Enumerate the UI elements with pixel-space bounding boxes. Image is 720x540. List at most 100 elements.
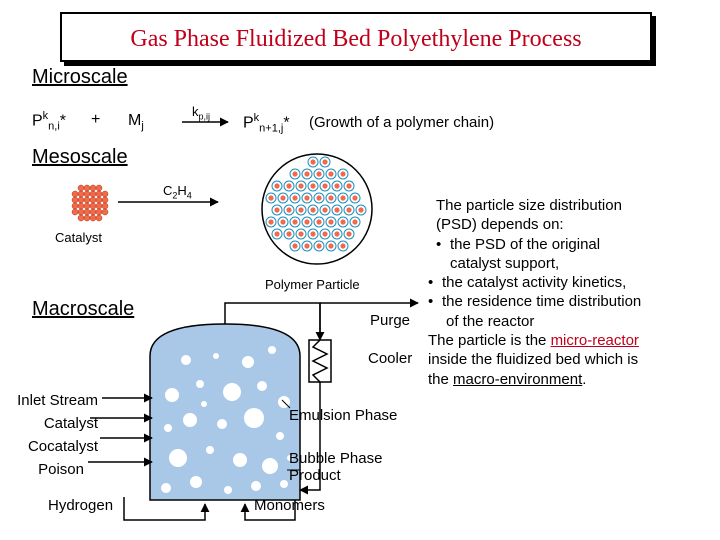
reactor-bubble	[287, 455, 293, 461]
catalyst-dot	[89, 196, 97, 204]
polymer-cell-core	[304, 195, 310, 201]
polymer-cell-core	[304, 171, 310, 177]
reactor-bubble	[217, 419, 227, 429]
product-p-sub: n+1,j	[259, 122, 284, 135]
catalyst-dot	[89, 214, 97, 222]
product-p: P	[243, 114, 254, 132]
catalyst-dot	[77, 208, 85, 216]
polymer-cell-core	[340, 219, 346, 225]
catalyst-dot	[71, 208, 79, 216]
catalyst-dot	[77, 190, 85, 198]
note-line-3: the PSD of the original	[450, 235, 601, 253]
inlet-catalyst-label: Catalyst	[43, 415, 98, 432]
reactor-bubble	[233, 453, 247, 467]
polymer-cell-core	[286, 207, 292, 213]
inlet-poison-label: Poison	[38, 461, 84, 478]
note-line-7: of the reactor	[446, 312, 535, 330]
catalyst-dot	[89, 184, 97, 192]
polymer-particle-cells	[265, 156, 367, 252]
cooler-coil-icon	[311, 339, 329, 383]
polymer-cell-core	[316, 219, 322, 225]
macroscale-heading: Macroscale	[32, 298, 135, 320]
polymer-cell-core	[334, 207, 340, 213]
monomer-m-base: M	[128, 112, 142, 129]
reactor-bubble	[181, 355, 191, 365]
catalyst-dot	[83, 196, 91, 204]
polymer-cell-core	[286, 231, 292, 237]
bubble-phase-label: Bubble Phase	[289, 450, 383, 467]
catalyst-dot	[95, 214, 103, 222]
catalyst-dot	[83, 190, 91, 198]
ethylene-c-sub: 2	[172, 190, 178, 201]
polymer-cell-core	[334, 231, 340, 237]
polymer-cell-core	[292, 243, 298, 249]
monomers-label: Monomers	[254, 497, 325, 514]
polymer-cell-core	[316, 243, 322, 249]
growth-note: (Growth of a polymer chain)	[309, 114, 495, 131]
polymer-cell-core	[352, 195, 358, 201]
polymer-cell-core	[286, 183, 292, 189]
emulsion-leader	[281, 399, 291, 409]
reactor-bubble	[190, 476, 202, 488]
catalyst-dot	[101, 196, 109, 204]
polymer-cell-core	[280, 195, 286, 201]
reactor-bubble	[196, 380, 204, 388]
reactant-p-sup: k	[42, 110, 49, 122]
note-bullet-3: •the residence time distribution	[428, 292, 690, 311]
polymer-cell-core	[310, 159, 316, 165]
bullet-1: •	[436, 235, 442, 253]
polymer-cell-core	[346, 231, 352, 237]
reactor-bubble	[183, 413, 197, 427]
micro-reactor-term: micro-reactor	[550, 332, 639, 350]
emulsion-phase-label: Emulsion Phase	[289, 407, 398, 424]
reactor-bubble	[257, 381, 267, 391]
macro-environment-term: macro-environment	[453, 370, 583, 388]
reactor-bubble	[242, 356, 254, 368]
reactor-bubble	[164, 424, 172, 432]
catalyst-dot	[89, 208, 97, 216]
mesoscale-heading: Mesoscale	[32, 146, 128, 168]
catalyst-dot	[77, 202, 85, 210]
polymer-cell-core	[268, 195, 274, 201]
polymer-cell-core	[340, 171, 346, 177]
polymer-cell-core	[322, 183, 328, 189]
polymer-cell-core	[280, 219, 286, 225]
note-line-2: (PSD) depends on:	[436, 216, 564, 234]
catalyst-dot	[83, 184, 91, 192]
catalyst-dot	[83, 214, 91, 222]
rate-constant: kp,ij	[192, 104, 210, 122]
catalyst-label: Catalyst	[55, 230, 102, 245]
inlet-cocatalyst-label: Cocatalyst	[27, 438, 98, 455]
polymer-particle-label: Polymer Particle	[265, 277, 360, 292]
polymer-cell-core	[346, 183, 352, 189]
page-title: Gas Phase Fluidized Bed Polyethylene Pro…	[130, 26, 582, 52]
reactant-polymer-chain: Pkn,i*	[32, 110, 66, 133]
reactant-p-sub: n,i	[48, 120, 60, 133]
inlet-labels: Inlet Stream Catalyst Cocatalyst Poison	[0, 389, 98, 481]
note-line-4: catalyst support,	[450, 254, 560, 272]
ethylene-c: C	[163, 183, 173, 198]
product-p-sup: k	[253, 112, 260, 124]
reactor-vessel	[149, 323, 301, 501]
title-box: Gas Phase Fluidized Bed Polyethylene Pro…	[60, 12, 652, 62]
note-line-9: inside the fluidized bed which is	[428, 351, 639, 369]
polymer-cell-core	[340, 243, 346, 249]
reactor-bubble	[223, 383, 241, 401]
catalyst-dot	[89, 190, 97, 198]
polymer-cell-core	[310, 183, 316, 189]
catalyst-dot	[83, 208, 91, 216]
catalyst-dot	[95, 202, 103, 210]
polymer-cell-core	[322, 207, 328, 213]
polymer-cell-core	[274, 183, 280, 189]
polymer-cell-core	[352, 219, 358, 225]
note-line-10a: the	[428, 370, 454, 388]
polymer-cell-core	[298, 183, 304, 189]
polymer-cell-core	[328, 243, 334, 249]
purge-label: Purge	[370, 312, 411, 329]
catalyst-dot	[71, 190, 79, 198]
polymer-cell-core	[292, 219, 298, 225]
polymer-cell-core	[310, 207, 316, 213]
reactor-bubble	[165, 388, 179, 402]
polymer-cell-core	[346, 207, 352, 213]
